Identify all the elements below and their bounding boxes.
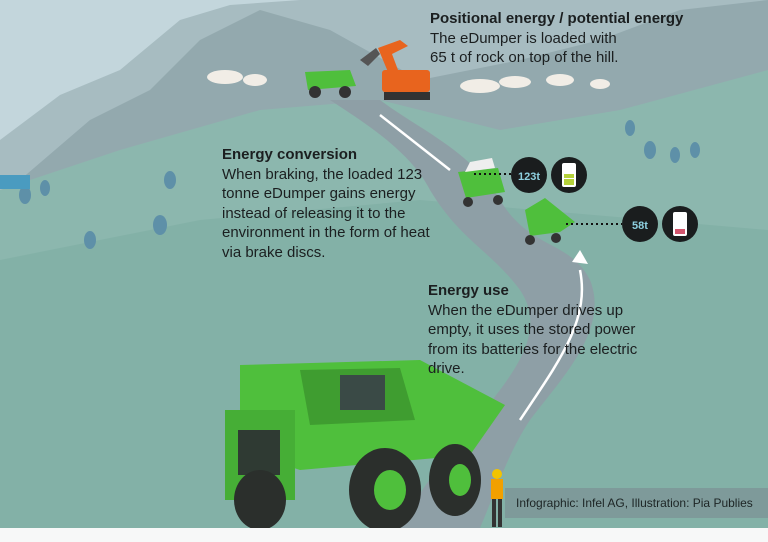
edumper-truck: [225, 360, 505, 532]
road: [330, 100, 595, 528]
conversion-line: instead of releasing it to the: [222, 204, 406, 222]
battery-low-icon: [662, 206, 698, 242]
down-arrow: [379, 114, 451, 171]
truck-top: [305, 70, 356, 98]
potential-heading: Positional energy / potential energy: [430, 10, 684, 27]
weight-label: 58t: [632, 220, 648, 232]
worker: [491, 469, 503, 527]
energy-use-text: Energy use When the eDumper drives up em…: [428, 281, 637, 379]
use-line: When the eDumper drives up: [428, 301, 624, 319]
battery-full-icon: [551, 157, 587, 193]
energy-conversion-text: Energy conversion When braking, the load…: [222, 145, 430, 262]
use-line: from its batteries for the electric: [428, 340, 638, 358]
use-line: empty, it uses the stored power: [428, 321, 636, 338]
trees: [19, 120, 700, 249]
use-line: drive.: [428, 360, 465, 377]
lake: [0, 175, 30, 189]
weight-label: 123t: [518, 171, 540, 183]
credit-caption: Infographic: Infel AG, Illustration: Pia…: [505, 488, 768, 518]
weight-badge-loaded: 123t: [511, 157, 547, 193]
conversion-heading: Energy conversion: [222, 146, 358, 163]
truck-loaded: [458, 158, 505, 207]
potential-line: 65 t of rock on top of the hill.: [430, 49, 619, 66]
conversion-line: When braking, the loaded 123: [222, 165, 423, 183]
bottom-strip: [0, 528, 768, 542]
conversion-line: environment in the form of heat: [222, 224, 430, 241]
weight-badge-empty: 58t: [622, 206, 658, 242]
rocks: [207, 70, 610, 93]
up-arrow: [518, 269, 584, 421]
potential-line: The eDumper is loaded with: [430, 29, 617, 47]
use-heading: Energy use: [428, 282, 509, 299]
truck-empty: [525, 198, 575, 245]
conversion-line: via brake discs.: [222, 243, 326, 261]
excavator: [360, 40, 430, 100]
conversion-line: tonne eDumper gains energy: [222, 185, 416, 202]
potential-energy-text: Positional energy / potential energy The…: [430, 9, 683, 68]
up-arrow-head: [572, 250, 588, 264]
